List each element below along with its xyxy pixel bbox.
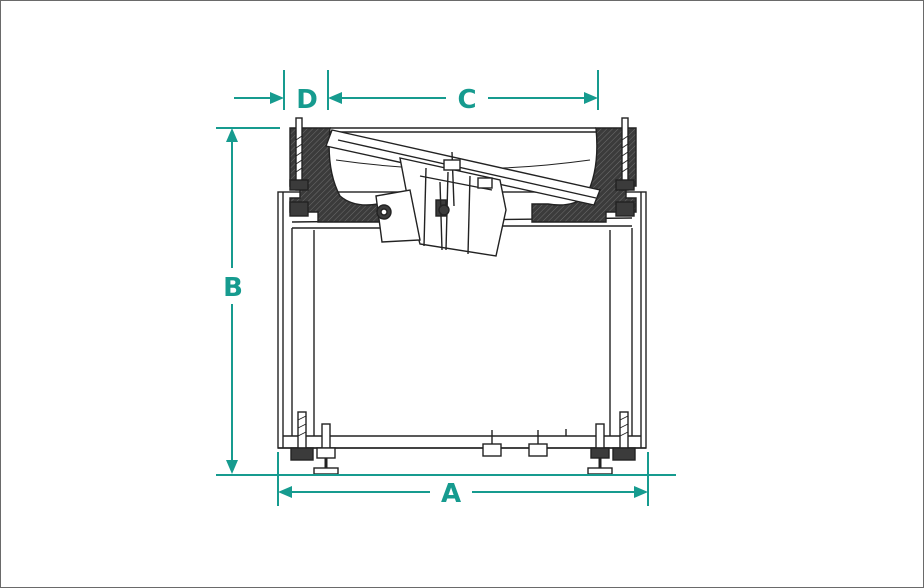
dimension-b: B <box>216 127 280 474</box>
bottom-bolt-right-2 <box>587 423 613 475</box>
dimension-d-label: D <box>296 85 318 115</box>
top-right-stud <box>615 117 635 217</box>
bottom-bolt-left-2 <box>313 423 339 475</box>
dimension-d: D <box>234 70 318 115</box>
bottom-nut-mid-2 <box>528 430 548 457</box>
dimension-a: A <box>216 452 676 509</box>
bottom-bolts <box>290 411 636 475</box>
damper-flap <box>325 129 601 257</box>
top-flange <box>289 127 637 223</box>
dimension-annotations: D C B A <box>216 70 676 509</box>
top-left-stud <box>289 117 309 217</box>
bottom-bolt-right-1 <box>612 411 636 461</box>
valve-assembly <box>277 117 647 475</box>
bottom-bolt-left-1 <box>290 411 314 461</box>
dimension-b-label: B <box>223 273 243 303</box>
dimension-c-label: C <box>457 85 476 115</box>
dimension-c: C <box>327 70 599 115</box>
dimension-a-label: A <box>441 479 461 509</box>
bottom-nut-mid-1 <box>482 430 502 457</box>
